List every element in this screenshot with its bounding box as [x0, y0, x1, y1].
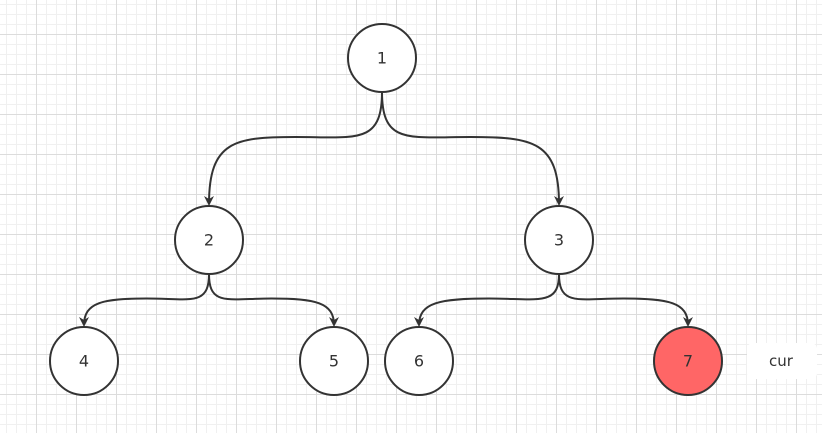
node-circle-6	[384, 326, 454, 396]
node-label-7: 7	[683, 352, 693, 371]
edge-2-to-5	[208, 273, 339, 327]
node-circle-4	[49, 326, 119, 396]
edges-layer	[79, 91, 693, 327]
node-label-6: 6	[414, 352, 424, 371]
node-circle-7	[653, 326, 723, 396]
edge-3-to-6	[414, 273, 560, 327]
tree-node-5: 5	[299, 326, 369, 396]
tree-node-1: 1	[347, 23, 417, 93]
node-circle-2	[174, 205, 244, 275]
edge-3-to-7	[558, 273, 693, 327]
edge-1-to-2	[204, 91, 383, 206]
node-label-4: 4	[79, 352, 89, 371]
node-label-5: 5	[329, 352, 339, 371]
tree-node-7: 7	[653, 326, 723, 396]
edge-2-to-4	[79, 273, 210, 327]
pointer-layer: cur	[747, 343, 817, 379]
cur-label-background	[747, 343, 817, 379]
tree-node-4: 4	[49, 326, 119, 396]
node-label-3: 3	[554, 231, 564, 250]
tree-node-6: 6	[384, 326, 454, 396]
node-label-1: 1	[377, 49, 387, 68]
node-label-2: 2	[204, 231, 214, 250]
nodes-layer: 1 2 3 4 5 6 7	[49, 23, 723, 396]
cur-pointer-label: cur	[769, 352, 794, 370]
edge-1-to-3	[381, 91, 564, 206]
tree-node-2: 2	[174, 205, 244, 275]
node-circle-3	[524, 205, 594, 275]
tree-node-3: 3	[524, 205, 594, 275]
node-circle-1	[347, 23, 417, 93]
node-circle-5	[299, 326, 369, 396]
